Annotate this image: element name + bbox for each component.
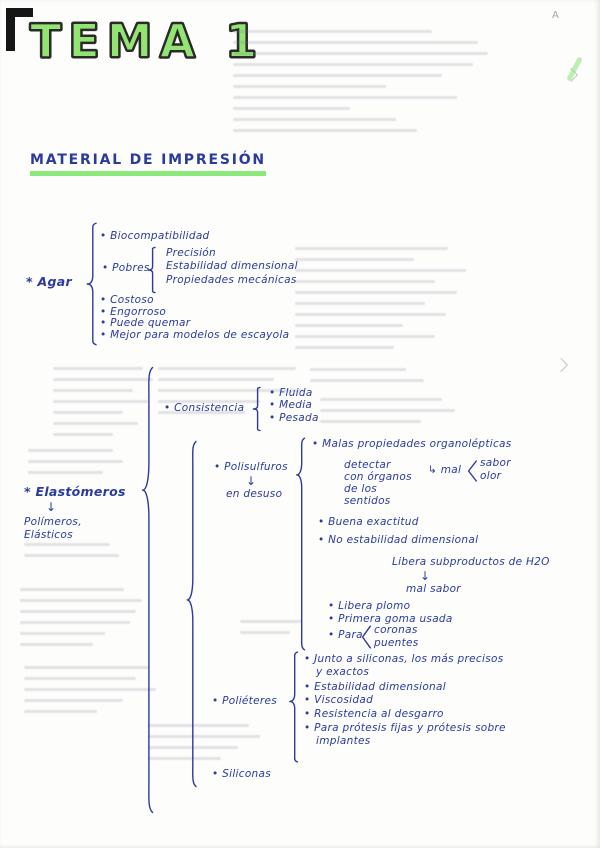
note-line: • Media [269, 399, 313, 411]
note-line: en desuso [226, 488, 283, 500]
bleedthrough-text [28, 449, 128, 482]
bleedthrough-text [24, 666, 156, 721]
consistencia-label: • Consistencia [164, 402, 245, 414]
bleedthrough-text [310, 368, 430, 390]
bleedthrough-text [240, 620, 302, 642]
polisulfuros-label: • Polisulfuros [214, 461, 288, 473]
scan-corner-mark [6, 8, 33, 17]
note-line: sabor [480, 457, 511, 469]
bleedthrough-text [20, 588, 142, 654]
note-line: • Buena exactitud [318, 516, 419, 528]
note-line: • Mejor para modelos de escayola [100, 329, 290, 341]
note-line: • Para [328, 629, 363, 641]
down-arrow-icon: ↓ [46, 500, 57, 514]
note-line: • Engorroso [100, 306, 167, 318]
agar-curly-brace [84, 222, 100, 346]
materials-curly-brace [184, 438, 200, 790]
pobres-curly-brace [146, 247, 158, 293]
note-line: • No estabilidad dimensional [318, 534, 479, 546]
polisulfuros-curly-brace [294, 436, 308, 652]
note-line: • Puede quemar [100, 317, 191, 329]
bleedthrough-text [53, 367, 153, 444]
note-line: • Resistencia al desgarro [304, 708, 444, 720]
note-line: Precisión [166, 247, 216, 259]
down-arrow-icon: ↓ [420, 569, 431, 583]
note-line: sentidos [344, 495, 391, 507]
page-title: TEMA 1 [29, 13, 265, 69]
note-line: • Malas propiedades organolépticas [312, 438, 512, 450]
note-line: • Costoso [100, 294, 154, 306]
note-line: Estabilidad dimensional [166, 260, 298, 272]
note-line: coronas [374, 624, 418, 636]
bleedthrough-text [148, 724, 260, 768]
pencil-chevron-mark [553, 357, 569, 373]
polieteres-curly-brace [287, 651, 301, 763]
bleedthrough-text [158, 367, 303, 422]
note-line: puentes [374, 637, 419, 649]
note-line: • Viscosidad [304, 694, 374, 706]
elastomeros-label: * Elastómeros [24, 484, 126, 499]
bleedthrough-text [24, 543, 119, 565]
note-line: • Junto a siliconas, los más precisos [304, 653, 504, 665]
note-line: Propiedades mecánicas [166, 274, 297, 286]
note-line: • Pesada [269, 412, 319, 424]
note-line: • Fluida [269, 387, 313, 399]
note-line: y exactos [316, 666, 370, 678]
pencil-letter-mark: A [552, 10, 559, 21]
note-line: • Biocompatibilidad [100, 230, 210, 242]
elastomeros-curly-brace [139, 363, 157, 817]
angle-bracket-icon [466, 459, 478, 483]
note-line: • Primera goma usada [328, 613, 453, 625]
scan-corner-mark-vertical [6, 8, 15, 51]
note-line: mal sabor [406, 583, 461, 595]
bleedthrough-text [320, 398, 455, 431]
polieteres-label: • Poliéteres [212, 695, 278, 707]
note-line: implantes [316, 735, 371, 747]
note-line: Libera subproductos de H2O [392, 556, 550, 568]
note-line: olor [480, 470, 502, 482]
note-line: • Libera plomo [328, 600, 411, 612]
note-line: detectar [344, 459, 391, 471]
note-line: Polímeros, [24, 516, 82, 528]
siliconas-label: • Siliconas [212, 768, 272, 780]
bleedthrough-text [233, 30, 488, 140]
note-line: • Para prótesis fijas y prótesis sobre [304, 722, 506, 734]
bleedthrough-text [295, 247, 475, 357]
note-line: • Pobres [102, 262, 150, 274]
section-heading: MATERIAL DE IMPRESIÓN [30, 152, 266, 176]
agar-label: * Agar [26, 274, 72, 289]
note-line: Elásticos [24, 529, 73, 541]
branch-arrow-label: ↳ mal [428, 464, 462, 476]
down-arrow-icon: ↓ [246, 474, 257, 488]
note-line: • Estabilidad dimensional [304, 681, 446, 693]
consistencia-curly-brace [251, 387, 263, 431]
angle-bracket-icon [360, 624, 372, 650]
note-line: de los [344, 483, 378, 495]
note-line: con órganos [344, 471, 412, 483]
